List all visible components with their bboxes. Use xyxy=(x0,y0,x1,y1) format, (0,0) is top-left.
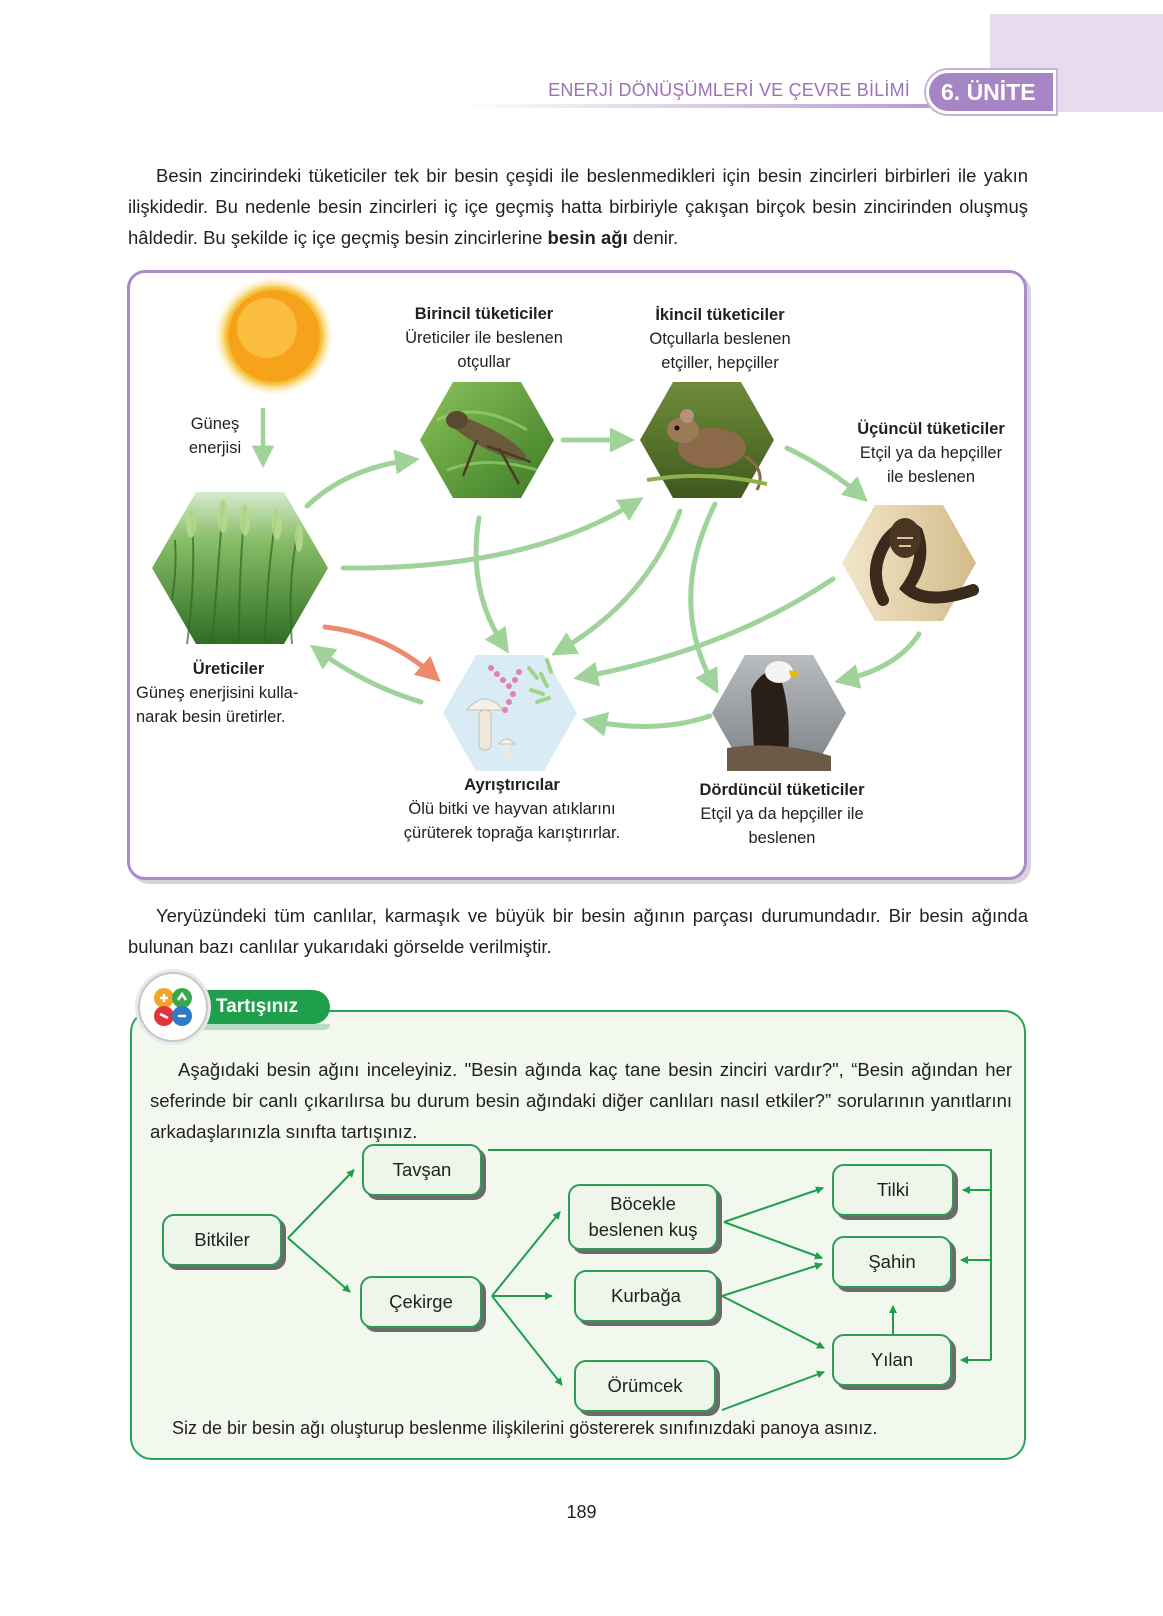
node-bitkiler: Bitkiler xyxy=(162,1214,282,1266)
node-kurbaga: Kurbağa xyxy=(574,1270,718,1322)
section-title: ENERJİ DÖNÜŞÜMLERİ VE ÇEVRE BİLİMİ xyxy=(548,80,910,100)
mouse-image xyxy=(640,382,774,498)
discussion-footer: Siz de bir besin ağı oluşturup beslenme … xyxy=(172,1418,878,1438)
intro-text-end: denir. xyxy=(627,227,679,248)
node-orumcek: Örümcek xyxy=(574,1360,716,1412)
discussion-icon xyxy=(138,972,208,1042)
secondary-consumers-label: İkincil tüketiciler Otçullarla beslenen … xyxy=(649,306,791,372)
middle-paragraph: Yeryüzündeki tüm canlılar, karmaşık ve b… xyxy=(128,905,1028,957)
eagle-image xyxy=(712,655,846,771)
node-sahin: Şahin xyxy=(832,1236,952,1288)
header-divider xyxy=(462,104,990,108)
producers-label: Üreticiler Güneş enerjisini kulla- narak… xyxy=(136,660,299,726)
intro-paragraph: Besin zincirindeki tüketiciler tek bir b… xyxy=(128,160,1028,253)
intro-bold-term: besin ağı xyxy=(547,227,628,248)
tertiary-consumers-label: Üçüncül tüketiciler Etçil ya da hepçille… xyxy=(857,420,1005,486)
food-web-diagram xyxy=(152,276,979,771)
discussion-tab-shadow xyxy=(200,1024,330,1030)
page-number: 189 xyxy=(566,1502,597,1522)
decomposers-image xyxy=(443,655,577,771)
node-bocekle-beslenen-kus: Böcekle beslenen kuş xyxy=(568,1184,718,1250)
node-cekirge: Çekirge xyxy=(360,1276,482,1328)
producers-to-decomposers-arrow xyxy=(322,624,441,682)
intro-text: Besin zincirindeki tüketiciler tek bir b… xyxy=(128,165,1028,248)
node-tilki: Tilki xyxy=(832,1164,954,1216)
wheat-image xyxy=(152,492,328,645)
sun-energy-label: Güneş enerjisi xyxy=(188,415,242,457)
discussion-text: Aşağıdaki besin ağını inceleyiniz. "Besi… xyxy=(150,1059,1012,1142)
grasshopper-image xyxy=(420,382,554,498)
unit-badge: 6. ÜNİTE xyxy=(926,70,1056,114)
decomposers-label: Ayrıştırıcılar Ölü bitki ve hayvan atıkl… xyxy=(403,776,621,842)
node-tavsan: Tavşan xyxy=(362,1144,482,1196)
food-web-arrows xyxy=(304,427,922,737)
discussion-tab: Tartışınız xyxy=(200,990,330,1024)
snake-image xyxy=(842,505,979,621)
node-yilan: Yılan xyxy=(832,1334,952,1386)
primary-consumers-label: Birincil tüketiciler Üreticiler ile besl… xyxy=(405,305,563,371)
quaternary-consumers-label: Dördüncül tüketiciler Etçil ya da hepçil… xyxy=(699,781,865,847)
sun-icon xyxy=(214,276,334,396)
